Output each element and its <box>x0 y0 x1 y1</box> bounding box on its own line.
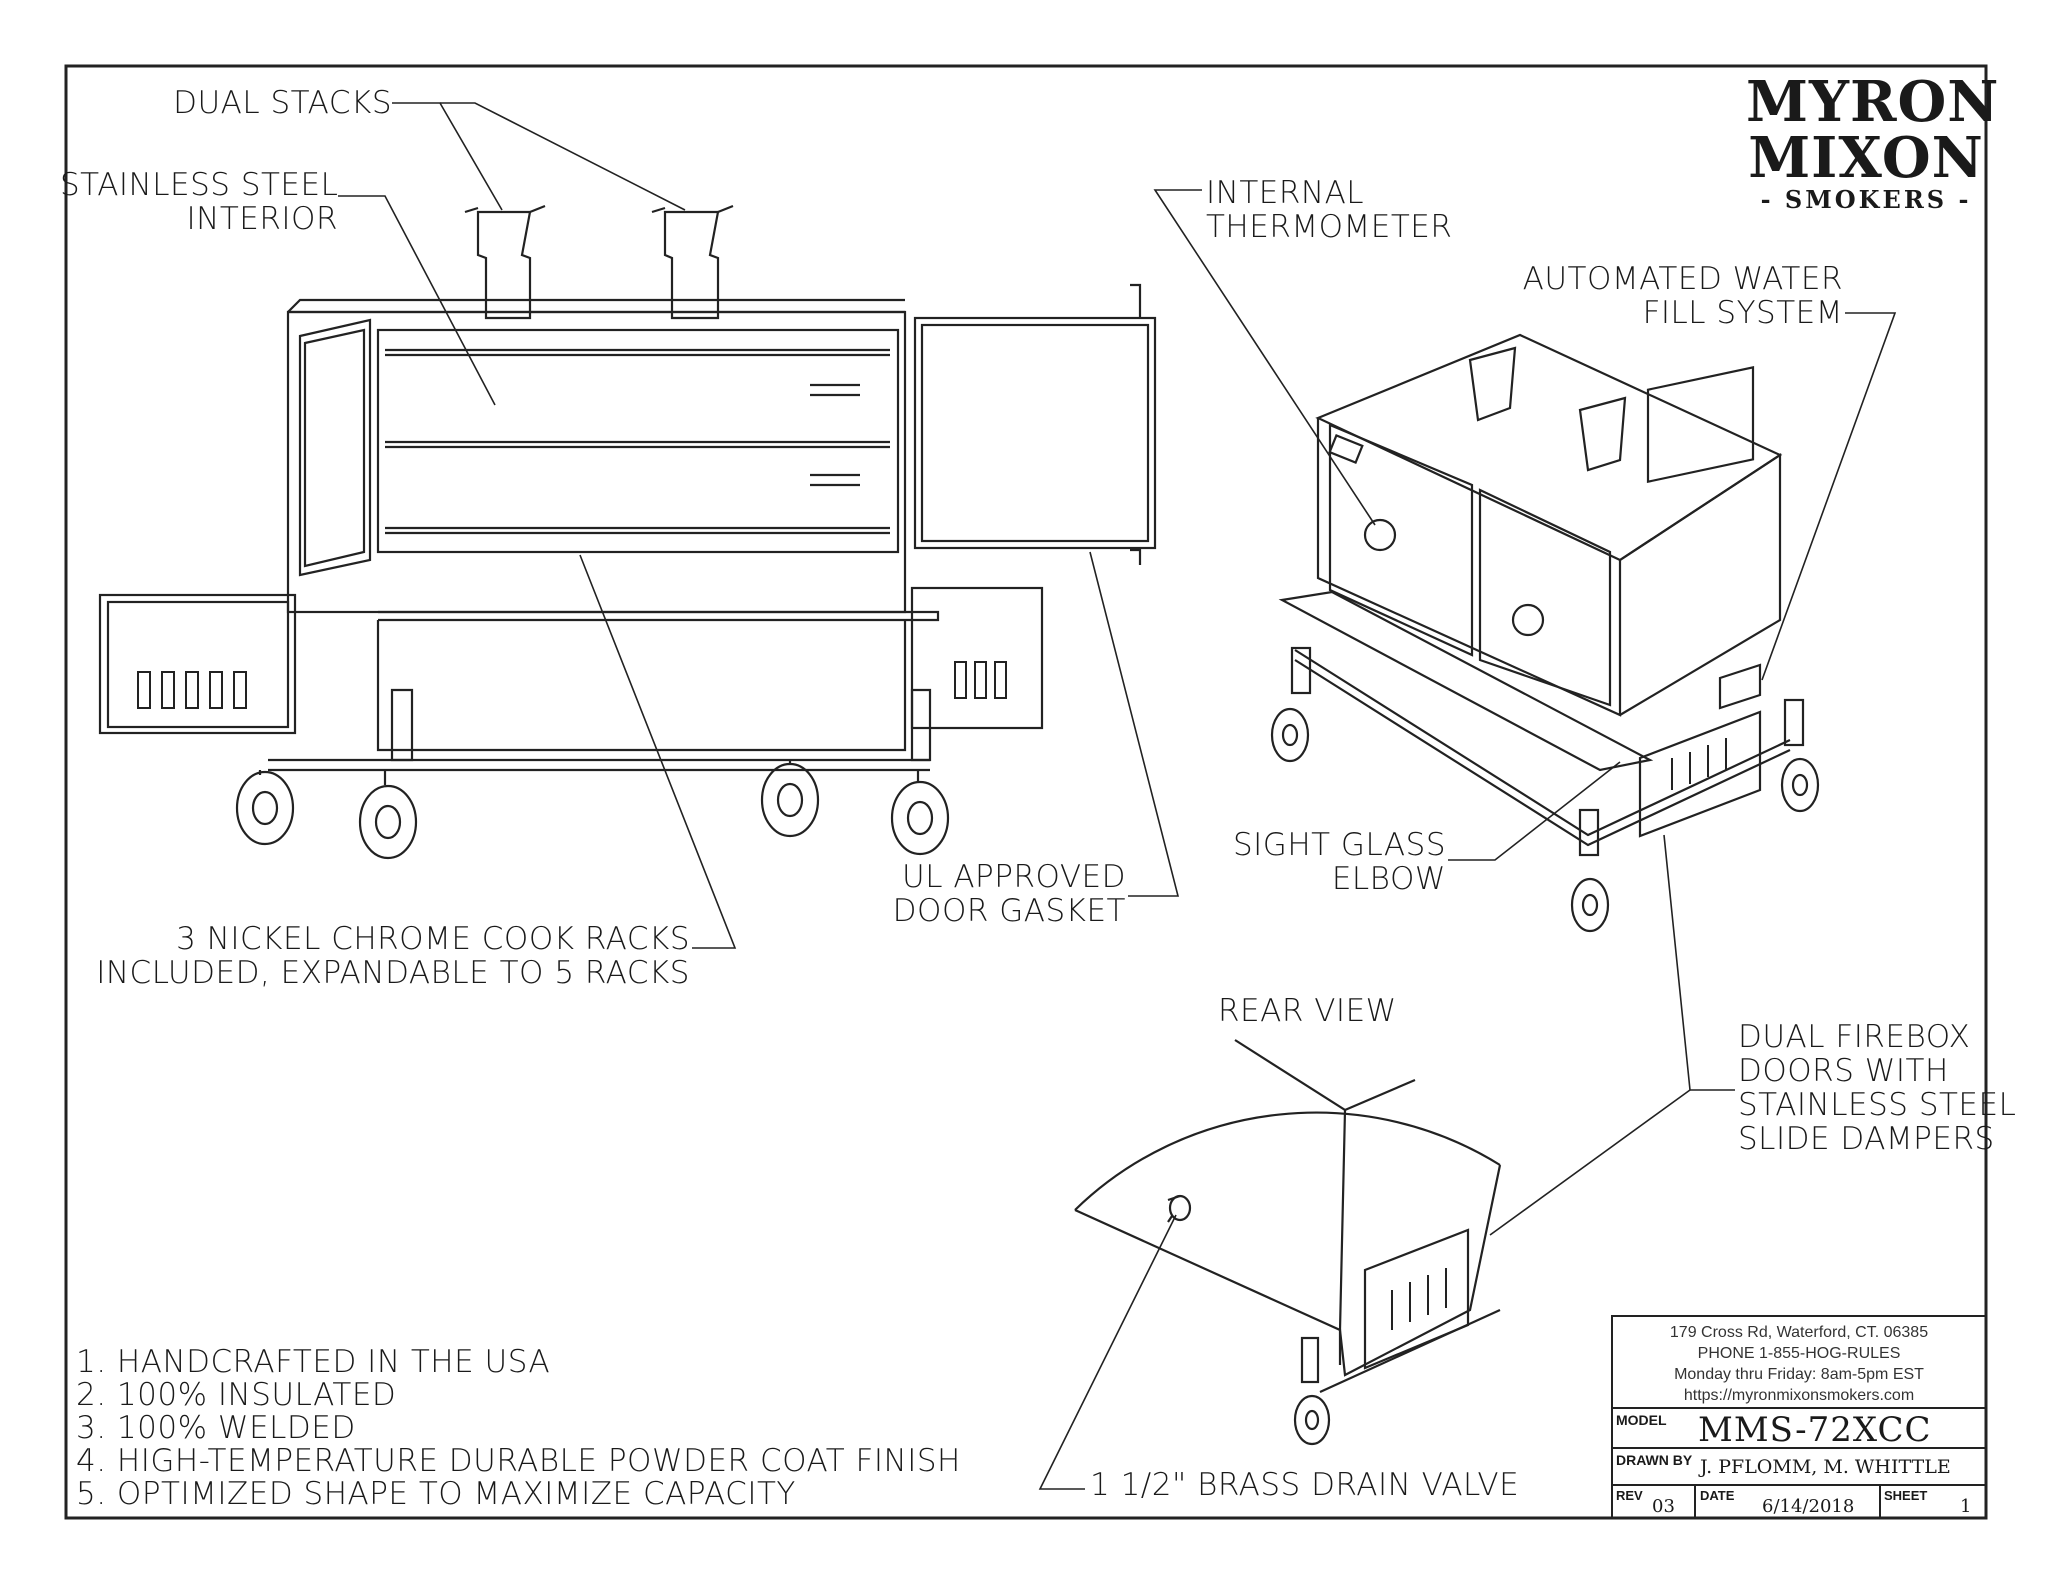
callout-rear-view: REAR VIEW <box>1218 993 1397 1029</box>
iso-view-smoker <box>1270 333 1820 933</box>
callout-sight-glass: SIGHT GLASS ELBOW <box>1180 828 1446 896</box>
callout-racks-line-1: 3 NICKEL CHROME COOK RACKS <box>176 921 690 957</box>
callout-dual-firebox: DUAL FIREBOX DOORS WITH STAINLESS STEEL … <box>1738 1020 2016 1156</box>
callout-water-line-1: AUTOMATED WATER <box>1522 261 1843 297</box>
callout-gasket-line-1: UL APPROVED <box>902 859 1126 895</box>
callout-thermo-line-2: THERMOMETER <box>1206 209 1453 245</box>
callout-firebox-line-2: DOORS WITH <box>1738 1053 1949 1089</box>
sheet-border <box>64 64 1988 1520</box>
front-casters <box>235 760 950 860</box>
callout-stainless-line-2: INTERIOR <box>186 201 338 237</box>
sheet-label: SHEET <box>1884 1488 1928 1503</box>
callout-water-fill: AUTOMATED WATER FILL SYSTEM <box>1450 262 1843 330</box>
callout-firebox-line-3: STAINLESS STEEL <box>1738 1087 2017 1123</box>
callout-racks-line-2: INCLUDED, EXPANDABLE TO 5 RACKS <box>96 955 690 991</box>
date-value: 6/14/2018 <box>1762 1496 1855 1517</box>
brand-logo: MYRON MIXON - SMOKERS - <box>1746 69 2000 214</box>
callout-stainless-line-1: STAINLESS STEEL <box>60 167 339 203</box>
feature-list: 1. HANDCRAFTED IN THE USA 2. 100% INSULA… <box>76 1346 961 1511</box>
phone-line: PHONE 1-855-HOG-RULES <box>1697 1345 1901 1362</box>
callout-sight-line-1: SIGHT GLASS <box>1232 827 1446 863</box>
leader-lines <box>338 102 1897 1490</box>
model-value: MMS-72XCC <box>1698 1410 1932 1450</box>
feature-item: 3. 100% WELDED <box>76 1410 356 1446</box>
callout-drain-valve: 1 1/2" BRASS DRAIN VALVE <box>1090 1467 1520 1503</box>
rear-view-detail <box>1074 1039 1502 1446</box>
callout-stainless-interior: STAINLESS STEEL INTERIOR <box>60 168 338 236</box>
callout-firebox-line-1: DUAL FIREBOX <box>1738 1019 1971 1055</box>
brand-line-2: MIXON <box>1748 125 1984 191</box>
rev-value: 03 <box>1652 1496 1675 1517</box>
callout-gasket-line-2: DOOR GASKET <box>892 893 1126 929</box>
callout-dual-stacks: DUAL STACKS <box>173 85 392 121</box>
front-view-smoker <box>98 204 1157 860</box>
callout-sight-line-2: ELBOW <box>1331 861 1446 897</box>
title-block: 179 Cross Rd, Waterford, CT. 06385 PHONE… <box>1612 1316 1986 1518</box>
drawn-by-label: DRAWN BY <box>1616 1452 1693 1468</box>
callout-thermo-line-1: INTERNAL <box>1206 175 1365 211</box>
website-line: https://myronmixonsmokers.com <box>1683 1387 1915 1404</box>
rev-label: REV <box>1616 1488 1643 1503</box>
brand-line-3: - SMOKERS - <box>1760 185 1972 214</box>
drawn-by-value: J. PFLOMM, M. WHITTLE <box>1700 1456 1951 1478</box>
hours-line: Monday thru Friday: 8am-5pm EST <box>1674 1366 1924 1383</box>
brand-line-1: MYRON <box>1746 69 2000 135</box>
callout-firebox-line-4: SLIDE DAMPERS <box>1738 1121 1995 1157</box>
feature-item: 1. HANDCRAFTED IN THE USA <box>76 1344 551 1380</box>
callout-cook-racks: 3 NICKEL CHROME COOK RACKS INCLUDED, EXP… <box>60 922 690 990</box>
title-block-lines <box>1611 1315 1987 1519</box>
callout-door-gasket: UL APPROVED DOOR GASKET <box>830 860 1126 928</box>
feature-item: 4. HIGH-TEMPERATURE DURABLE POWDER COAT … <box>76 1443 961 1479</box>
model-label: MODEL <box>1616 1412 1667 1428</box>
date-label: DATE <box>1700 1488 1735 1503</box>
sheet-value: 1 <box>1960 1496 1972 1517</box>
callout-internal-thermometer: INTERNAL THERMOMETER <box>1206 176 1452 244</box>
feature-item: 2. 100% INSULATED <box>76 1377 397 1413</box>
callout-water-line-2: FILL SYSTEM <box>1642 295 1843 331</box>
feature-item: 5. OPTIMIZED SHAPE TO MAXIMIZE CAPACITY <box>76 1476 796 1512</box>
title-block-address: 179 Cross Rd, Waterford, CT. 06385 PHONE… <box>1612 1322 1986 1406</box>
address-line: 179 Cross Rd, Waterford, CT. 06385 <box>1669 1324 1929 1341</box>
